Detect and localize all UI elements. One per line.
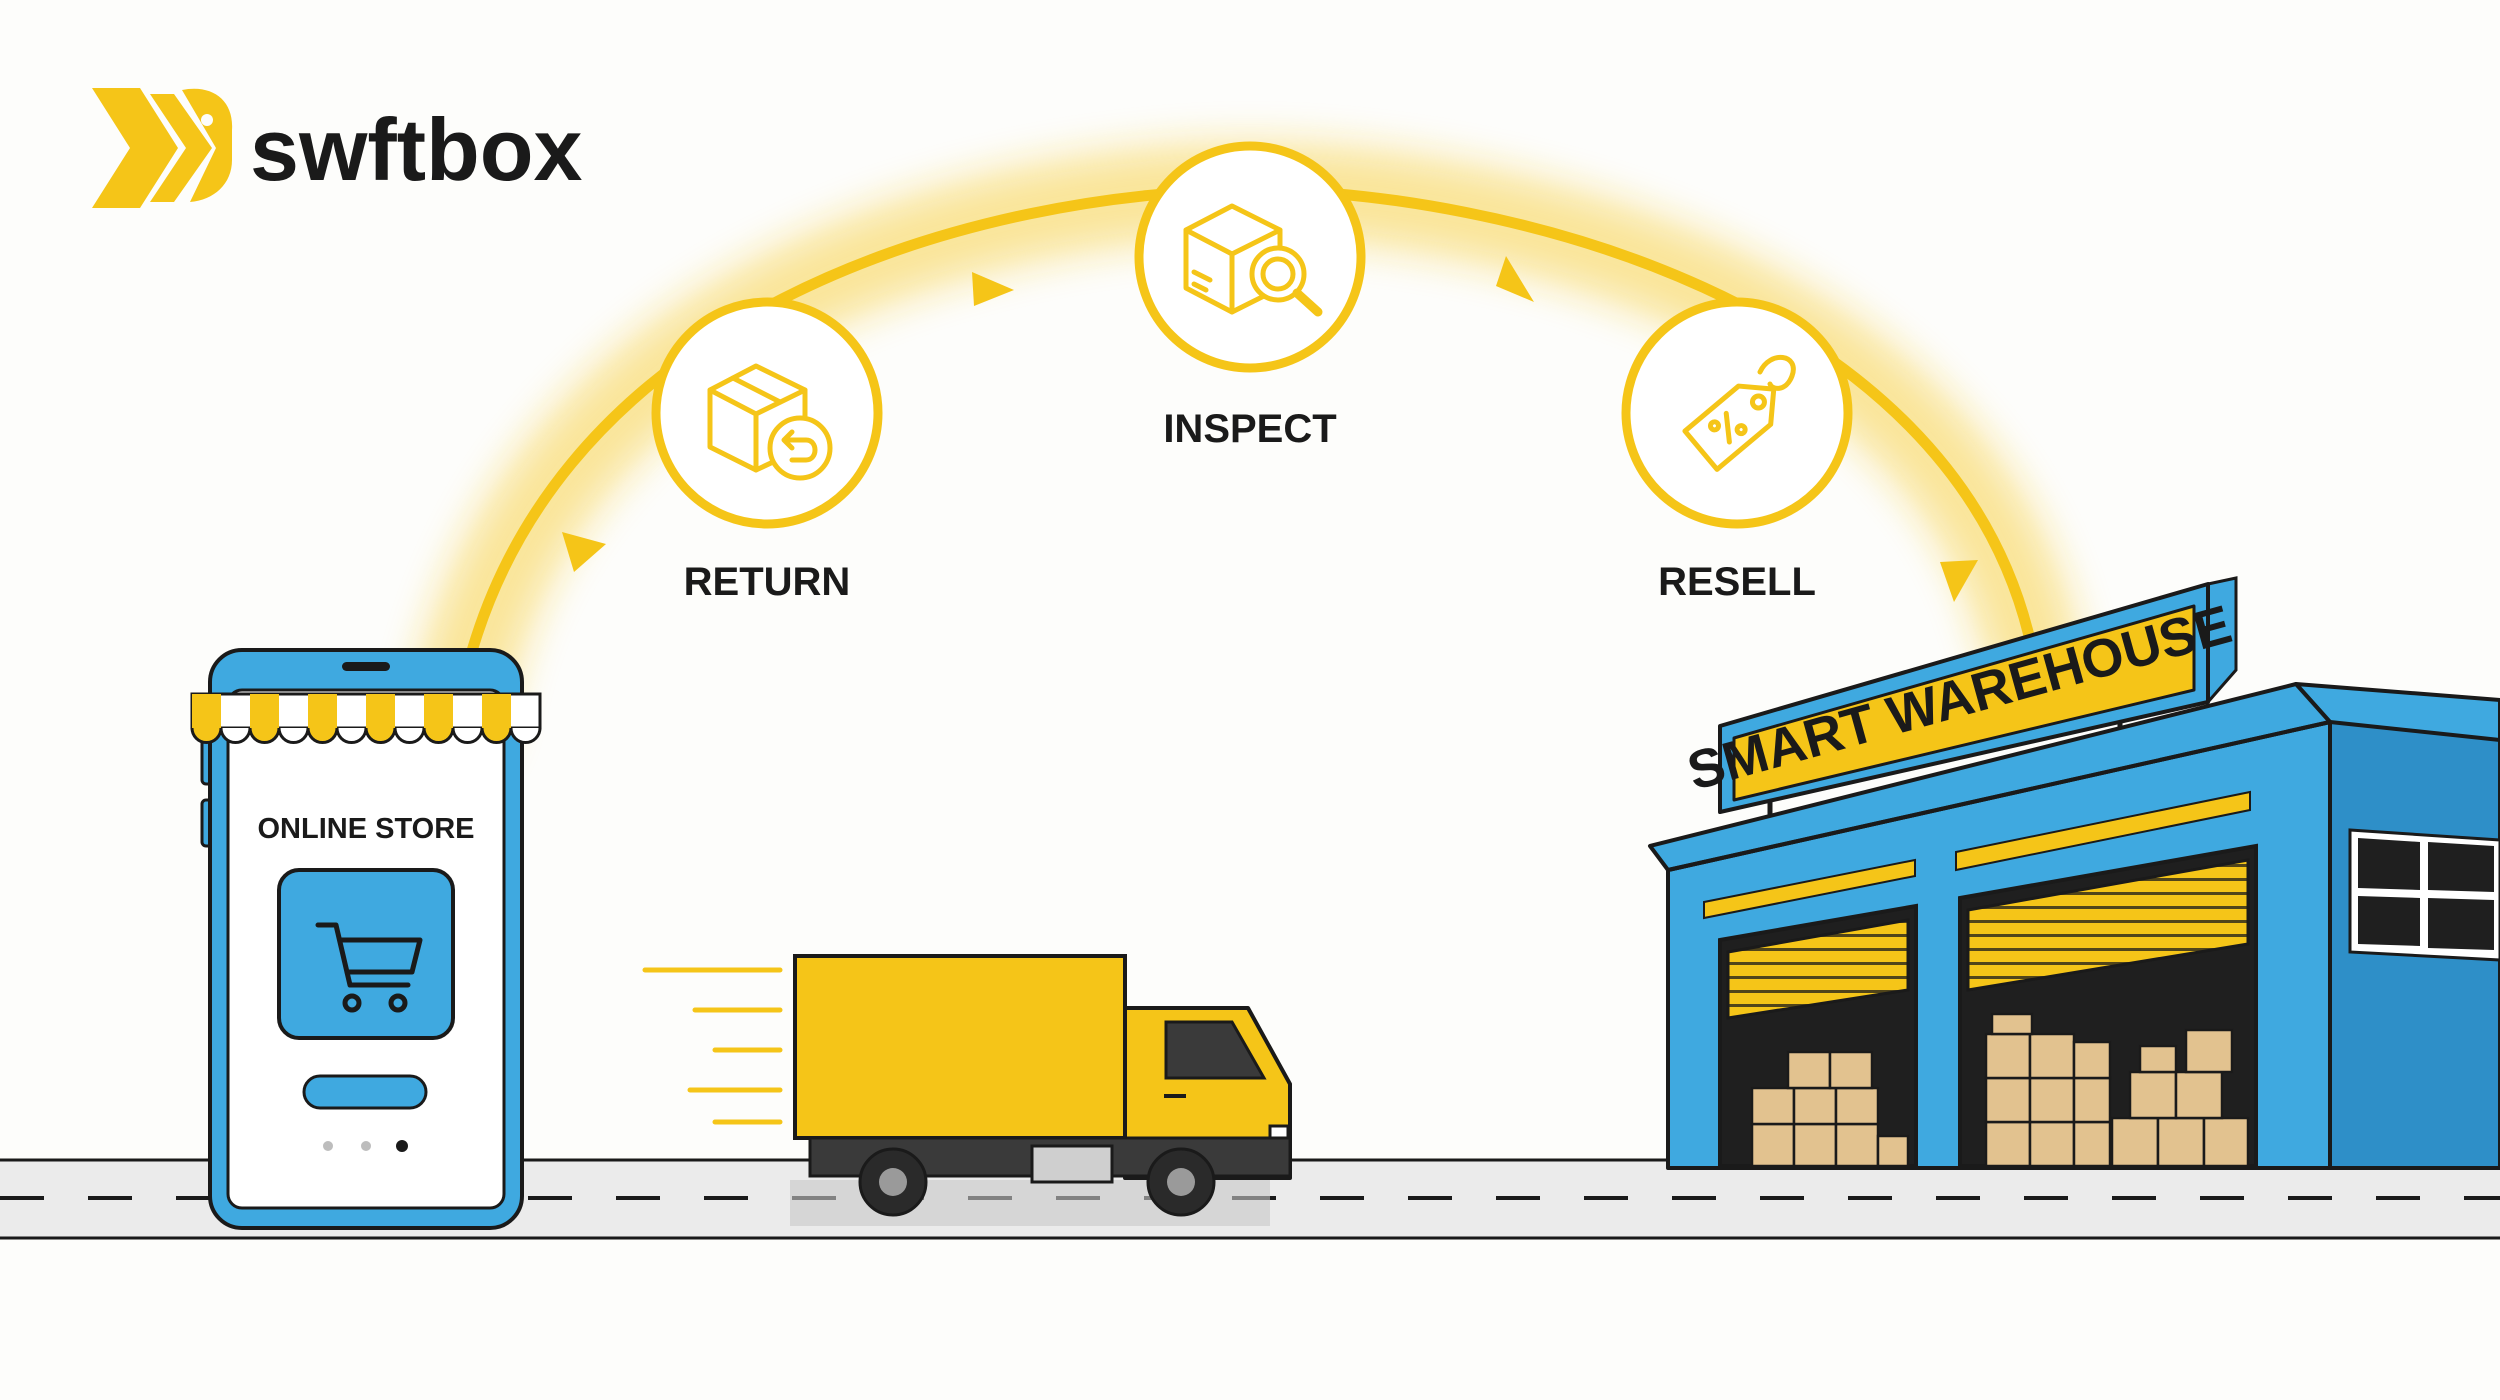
stacked-boxes — [1984, 1012, 2250, 1168]
delivery-truck — [642, 954, 1292, 1226]
box-return-icon — [707, 363, 833, 481]
warehouse-door-left — [1718, 903, 1918, 1168]
step-resell: RESELL — [1621, 297, 1853, 604]
step-return-label: RETURN — [684, 560, 851, 604]
store-label: ONLINE STORE — [258, 813, 475, 845]
truck-wheel-icon — [858, 1147, 1216, 1217]
speed-lines — [642, 967, 783, 1125]
price-tag-icon — [1682, 354, 1796, 472]
step-resell-label: RESELL — [1658, 560, 1816, 604]
box-inspect-icon — [1183, 203, 1323, 317]
page-indicator-dots — [323, 1140, 408, 1152]
store-awning — [190, 692, 542, 744]
step-return: RETURN — [651, 297, 883, 604]
brand-name: swftbox — [250, 100, 583, 199]
smart-warehouse: SMART WAREHOUSE — [1648, 576, 2500, 1170]
shopping-cart-icon — [315, 922, 423, 1013]
brand-logo: swftbox — [92, 88, 583, 208]
stacked-boxes — [1750, 1050, 1910, 1168]
store-checkout-button — [302, 1074, 428, 1110]
step-inspect-label: INSPECT — [1163, 407, 1336, 451]
warehouse-window — [2348, 828, 2500, 962]
online-store-phone: ONLINE STORE — [190, 648, 542, 1230]
swftbox-logo-mark-icon — [92, 88, 233, 208]
warehouse-door-right — [1958, 843, 2258, 1168]
flow-arrow-icon — [562, 256, 1978, 602]
step-inspect: INSPECT — [1134, 141, 1366, 451]
